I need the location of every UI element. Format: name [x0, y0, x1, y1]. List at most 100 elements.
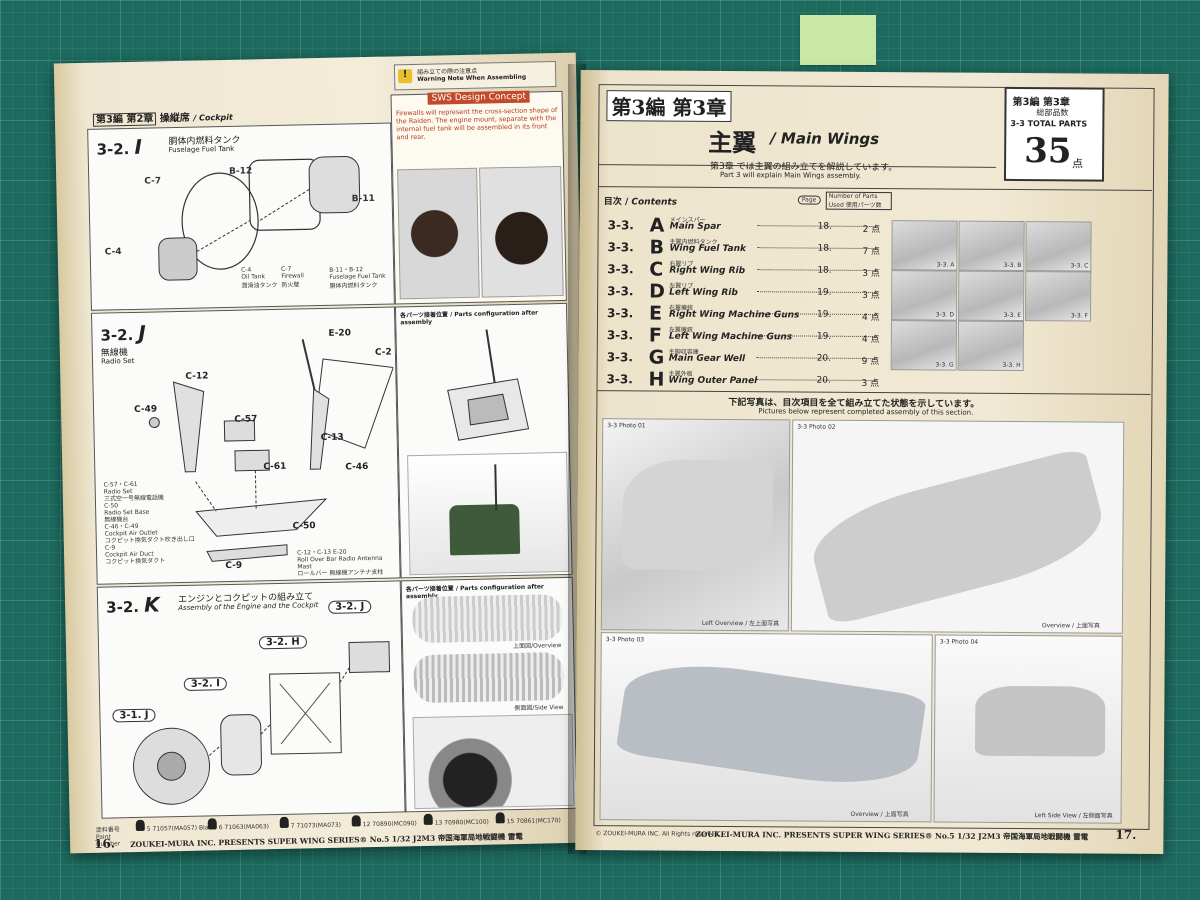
engine-photo	[412, 713, 575, 810]
intro-en: Part 3 will explain Main Wings assembly.	[719, 170, 862, 180]
right-footer: ZOUKEI-MURA INC. PRESENTS SUPER WING SER…	[695, 829, 1089, 842]
part-label-c9: C-9	[225, 560, 243, 572]
section-j-config-panel: 各パーツ接着位置 / Parts configuration after ass…	[394, 302, 573, 579]
paint-15: 15 70861(MC170)	[495, 811, 561, 825]
sws-concept-panel: SWS Design Concept Firewalls will repres…	[390, 90, 567, 305]
part-label-c4: C-4	[104, 247, 122, 258]
sws-concept-text: Firewalls will represent the cross-secti…	[395, 106, 558, 142]
photos-intro-en: Pictures below represent completed assem…	[758, 407, 974, 417]
part-label-c57: C-57	[234, 414, 258, 425]
part-label-e20: E-20	[328, 328, 352, 339]
title-en: Main Wings	[780, 129, 880, 149]
section-i-panel: 3-2. I 胴体内燃料タンク Fuselage Fuel Tank C-7 B…	[87, 122, 395, 311]
total-parts-unit: 点	[1072, 157, 1084, 171]
warning-icon: !	[397, 69, 413, 84]
section-i-number: 3-2.	[96, 139, 130, 159]
photo-01: 3-3 Photo 01 Left Overview / 左上面写真	[600, 418, 791, 632]
contents-heading: 目次 / Contents	[603, 197, 678, 208]
part-label-c12: C-12	[185, 371, 209, 382]
part-label-c13: C-13	[320, 432, 344, 444]
thumb-a[interactable]: 3-3. A	[891, 220, 958, 271]
photo-03: 3-3 Photo 03 Overview / 上面写真	[599, 632, 933, 823]
ref-3-2-h: 3-2. H	[258, 635, 307, 650]
total-parts-box: 第3編 第3章 総部品数 3-3 TOTAL PARTS 35 点	[1003, 86, 1105, 182]
part-label-c46: C-46	[345, 462, 369, 473]
thumb-c[interactable]: 3-3. C	[1025, 221, 1092, 272]
right-page-number: 17.	[1115, 827, 1137, 842]
radio-config-photo	[407, 451, 570, 576]
ref-3-1-j: 3-1. J	[112, 708, 156, 723]
title-en-wrap: / Main Wings	[770, 129, 880, 149]
part-label-c7: C-7	[144, 176, 162, 187]
paint-bottle-icon	[279, 816, 289, 828]
overview-label: 上面図/Overview	[513, 642, 562, 651]
paint-5: 5 71057(MA057) Black	[135, 818, 215, 833]
right-page: 第3編 第3章 主翼 / Main Wings 第3編 第3章 総部品数 3-3…	[575, 69, 1169, 855]
section-k-letter: K	[143, 592, 160, 617]
thumb-b[interactable]: 3-3. B	[958, 220, 1025, 272]
paint-bottle-icon	[135, 819, 145, 832]
sws-concept-title: SWS Design Concept	[427, 90, 531, 105]
radio-config-diagram	[447, 329, 530, 441]
side-view-diagram	[413, 652, 565, 704]
thumb-g[interactable]: 3-3. G	[890, 320, 957, 371]
paint-6: 6 71063(MA063)	[207, 817, 269, 831]
total-parts-label: 3-3 TOTAL PARTS	[1010, 118, 1088, 129]
part-label-c2: C-2	[374, 347, 392, 358]
chapter-jp: 第3編 第3章	[606, 90, 732, 123]
paint-bottle-icon	[207, 818, 217, 830]
box-chapter: 第3編 第3章	[1012, 96, 1070, 109]
firewall-photo-1	[397, 167, 480, 300]
part-label-c61: C-61	[263, 461, 287, 473]
part-label-c50: C-50	[292, 521, 316, 532]
part-label-c49: C-49	[133, 404, 158, 415]
sticky-note	[800, 15, 876, 65]
fuel-tank-diagram	[158, 155, 361, 281]
part-label-b12: B-12	[228, 166, 253, 177]
photo-02: 3-3 Photo 02 Overview / 上面写真	[790, 419, 1125, 634]
contents-jp: 目次	[603, 197, 622, 208]
paint-bottle-icon	[351, 815, 361, 827]
paint-bottle-icon	[423, 813, 433, 825]
firewall-photo-2	[479, 165, 564, 298]
radio-set-diagram	[148, 339, 394, 562]
title-jp: 主翼	[708, 127, 757, 158]
overview-diagram	[412, 594, 563, 644]
thumb-d[interactable]: 3-3. D	[890, 270, 958, 321]
breadcrumb: 第3編 第2章 操縦席 / Cockpit	[92, 108, 233, 127]
breadcrumb-section: 操縦席	[159, 112, 190, 125]
engine-cockpit-diagram	[133, 641, 391, 805]
photo-04: 3-3 Photo 04 Left Side View / 左側面写真	[933, 634, 1123, 824]
col-parts: Number of Parts Used 使用パーツ数	[825, 191, 892, 211]
paint-12: 12 70890(MC090)	[351, 814, 417, 828]
section-k-title-en: Assembly of the Engine and the Cockpit	[178, 601, 319, 613]
section-j-panel: 3-2. J 無線機 Radio Set E-20 C-2 C-12 C-49 …	[91, 306, 401, 585]
section-k-heading: 3-2. K	[106, 592, 160, 617]
col-page: Page	[797, 195, 821, 205]
section-k-config-panel: 各パーツ接着位置 / Parts configuration after ass…	[400, 576, 578, 813]
warning-note: ! 組み立ての際の注意点 Warning Note When Assemblin…	[393, 61, 557, 91]
paint-13: 13 70980(MC100)	[423, 813, 489, 827]
section-j-legend-right: C-12・C-13 E-20 Roll Over Bar Radio Anten…	[297, 548, 384, 578]
section-k-panel: 3-2. K エンジンとコクピットの組み立て Assembly of the E…	[96, 580, 406, 819]
breadcrumb-chapter: 第3編 第2章	[92, 112, 157, 127]
warning-en: Warning Note When Assembling	[417, 73, 527, 83]
left-page: 第3編 第2章 操縦席 / Cockpit ! 組み立ての際の注意点 Warni…	[53, 52, 593, 854]
left-page-number: 16.	[93, 836, 116, 851]
ref-3-2-i: 3-2. I	[183, 677, 228, 691]
paint-7: 7 71073(MA073)	[279, 816, 341, 830]
total-parts-value: 35	[1024, 131, 1072, 172]
box-sub: 総部品数	[1036, 108, 1069, 118]
section-k-number: 3-2.	[106, 597, 140, 617]
thumb-e[interactable]: 3-3. E	[957, 270, 1025, 322]
thumb-h[interactable]: 3-3. H	[957, 320, 1024, 372]
ref-3-2-j: 3-2. J	[328, 600, 372, 614]
paint-bottle-icon	[495, 812, 505, 824]
thumb-f[interactable]: 3-3. F	[1024, 271, 1092, 322]
part-label-b11: B-11	[351, 193, 375, 205]
thumb-grid: 3-3. A 3-3. B 3-3. C 3-3. D 3-3. E 3-3. …	[890, 220, 1092, 372]
